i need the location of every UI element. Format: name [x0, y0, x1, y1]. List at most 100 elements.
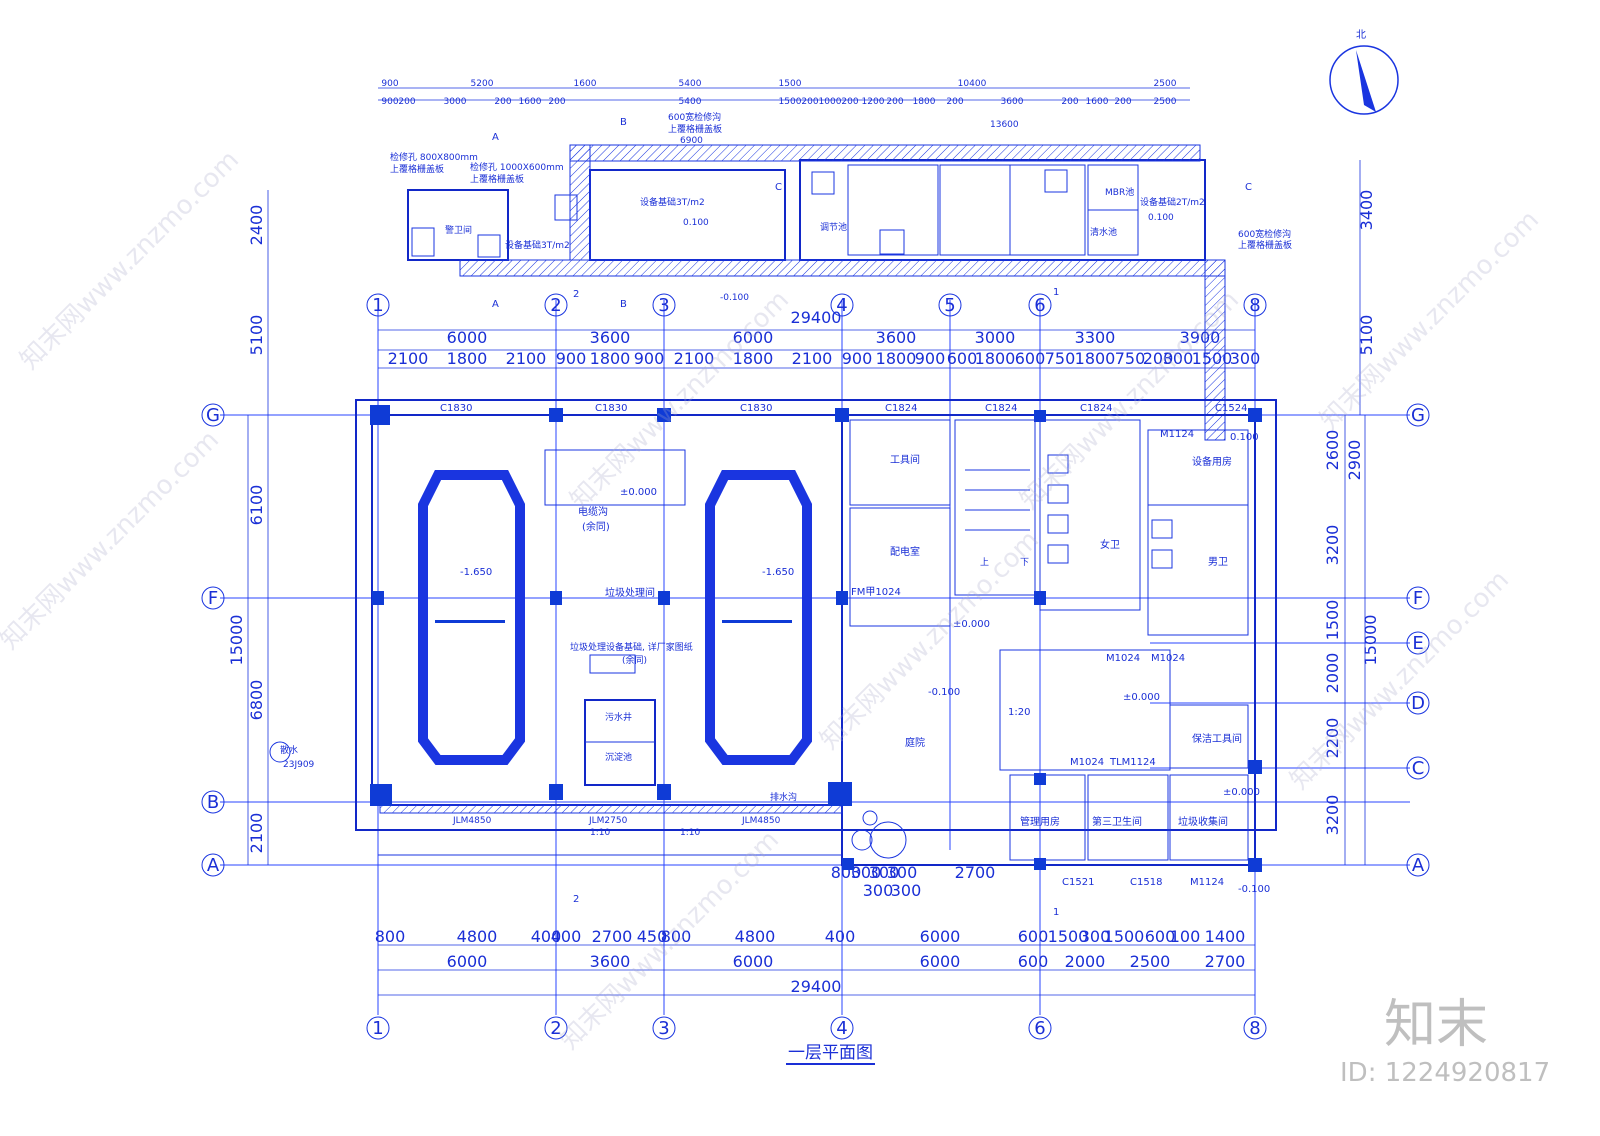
svg-text:1500: 1500 [779, 79, 802, 89]
svg-text:1800: 1800 [733, 349, 774, 368]
trench-plan [407, 144, 1226, 441]
svg-text:600宽检修沟: 600宽检修沟 [1238, 228, 1291, 240]
svg-text:5400: 5400 [679, 97, 702, 107]
svg-text:6100: 6100 [247, 485, 266, 526]
svg-text:散水: 散水 [280, 744, 298, 756]
svg-text:垃圾处理间: 垃圾处理间 [605, 586, 655, 599]
svg-text:900: 900 [634, 349, 665, 368]
svg-text:(余同): (余同) [622, 654, 647, 666]
svg-text:JLM4850: JLM4850 [452, 816, 492, 826]
svg-text:±0.000: ±0.000 [953, 619, 990, 630]
svg-text:设备基础3T/m2: 设备基础3T/m2 [640, 196, 705, 208]
svg-text:下: 下 [1020, 558, 1029, 568]
axis-label: C [1412, 758, 1425, 779]
svg-text:600: 600 [1018, 927, 1049, 946]
svg-text:6000: 6000 [733, 952, 774, 971]
svg-text:900: 900 [556, 349, 587, 368]
axis-label: 4 [836, 295, 847, 316]
svg-text:200: 200 [1114, 97, 1131, 107]
svg-text:庭院: 庭院 [905, 736, 925, 749]
svg-text:2500: 2500 [1154, 79, 1177, 89]
svg-text:检修孔 800X800mm: 检修孔 800X800mm [390, 151, 478, 163]
svg-text:B: B [620, 299, 627, 310]
columns [370, 405, 1262, 872]
svg-text:6000: 6000 [920, 927, 961, 946]
svg-text:3000: 3000 [444, 97, 467, 107]
axis-label: 3 [658, 295, 669, 316]
svg-text:800: 800 [661, 927, 692, 946]
svg-text:2400: 2400 [247, 205, 266, 246]
svg-text:1500: 1500 [1104, 927, 1145, 946]
svg-text:0.100: 0.100 [1230, 432, 1259, 443]
svg-text:上覆格栅盖板: 上覆格栅盖板 [390, 163, 444, 175]
axis-label: B [207, 792, 219, 813]
svg-text:6000: 6000 [447, 328, 488, 347]
svg-text:400: 400 [531, 927, 562, 946]
svg-text:0.100: 0.100 [683, 218, 709, 228]
svg-text:第三卫生间: 第三卫生间 [1092, 815, 1142, 828]
window-tags: C1830 C1830 C1830 C1824 C1824 C1824 C152… [440, 403, 1247, 888]
svg-text:1500: 1500 [1048, 927, 1089, 946]
svg-text:C1521: C1521 [1062, 877, 1094, 888]
svg-text:M1124: M1124 [1190, 877, 1224, 888]
svg-text:300: 300 [1080, 927, 1111, 946]
svg-text:800: 800 [375, 927, 406, 946]
axis-label: 1 [372, 1018, 383, 1039]
axis-label: G [1411, 405, 1425, 426]
bottom-sub-dims: 800 4800 400 400 2700 450 800 4800 400 6… [375, 927, 1246, 946]
svg-text:5100: 5100 [1357, 315, 1376, 356]
svg-text:检修孔 1000X600mm: 检修孔 1000X600mm [470, 161, 564, 173]
left-dims [247, 190, 269, 865]
svg-text:200: 200 [886, 97, 903, 107]
svg-text:3600: 3600 [1001, 97, 1024, 107]
svg-text:2100: 2100 [247, 813, 266, 854]
svg-text:C1824: C1824 [885, 403, 917, 414]
svg-text:6000: 6000 [447, 952, 488, 971]
svg-text:2700: 2700 [955, 863, 996, 882]
svg-text:-1.650: -1.650 [460, 567, 492, 578]
axis-bubbles-left: G F B A [201, 403, 225, 877]
svg-text:2700: 2700 [592, 927, 633, 946]
svg-text:0.100: 0.100 [1148, 213, 1174, 223]
svg-text:1800: 1800 [590, 349, 631, 368]
svg-text:M1024: M1024 [1106, 653, 1140, 664]
svg-text:200: 200 [801, 97, 818, 107]
svg-text:200: 200 [548, 97, 565, 107]
svg-text:3600: 3600 [876, 328, 917, 347]
svg-text:750: 750 [1115, 349, 1146, 368]
svg-text:(余同): (余同) [582, 520, 610, 533]
svg-text:2900: 2900 [1345, 440, 1364, 481]
svg-text:A: A [492, 132, 499, 143]
section-marks: A A B B C C 1 1 2 2 [492, 117, 1252, 918]
axis-label: 6 [1034, 1018, 1045, 1039]
svg-text:300: 300 [869, 863, 900, 882]
svg-text:2500: 2500 [1130, 952, 1171, 971]
svg-text:2100: 2100 [792, 349, 833, 368]
svg-text:300: 300 [851, 863, 882, 882]
axis-label: 5 [944, 295, 955, 316]
svg-text:1500: 1500 [1323, 600, 1342, 641]
svg-text:200: 200 [1061, 97, 1078, 107]
svg-text:上覆格栅盖板: 上覆格栅盖板 [470, 173, 524, 185]
svg-text:300: 300 [863, 881, 894, 900]
svg-text:6000: 6000 [733, 328, 774, 347]
axis-label: A [1412, 855, 1425, 876]
door-tags: M1124 FM甲1024 M1024 M1024 M1024 TLM1124 … [452, 429, 1224, 888]
svg-text:FM甲1024: FM甲1024 [851, 587, 901, 598]
svg-text:警卫间: 警卫间 [445, 224, 472, 236]
svg-text:5400: 5400 [679, 79, 702, 89]
svg-text:900: 900 [842, 349, 873, 368]
svg-text:1600: 1600 [574, 79, 597, 89]
svg-text:上覆格栅盖板: 上覆格栅盖板 [1238, 239, 1292, 251]
svg-text:300: 300 [1230, 349, 1261, 368]
svg-text:4800: 4800 [735, 927, 776, 946]
svg-text:3600: 3600 [590, 952, 631, 971]
top-strip-2-dims: 900 200 3000 200 1600 200 5400 1500 200 … [381, 97, 1176, 107]
svg-text:300: 300 [891, 881, 922, 900]
svg-text:C1518: C1518 [1130, 877, 1162, 888]
svg-text:900: 900 [915, 349, 946, 368]
svg-text:1600: 1600 [519, 97, 542, 107]
brand-logo-text: 知末 [1384, 995, 1489, 1055]
